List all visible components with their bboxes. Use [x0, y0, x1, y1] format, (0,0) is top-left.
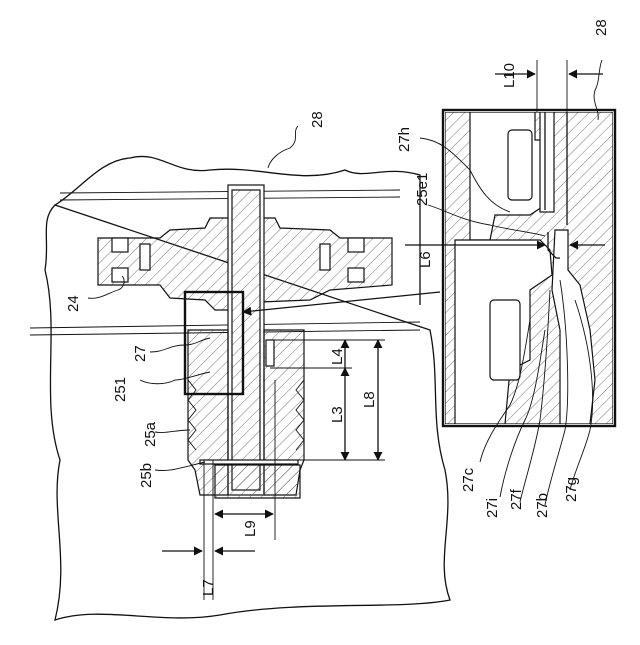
label-L4: L4 — [329, 348, 346, 365]
label-L3: L3 — [329, 406, 346, 423]
label-27c: 27c — [460, 467, 477, 492]
label-L10: L10 — [501, 63, 518, 88]
label-L7: L7 — [200, 579, 217, 596]
label-25e1: 25e1 — [414, 173, 431, 206]
label-27f: 27f — [508, 488, 525, 510]
label-28-main: 28 — [309, 111, 326, 128]
label-27i: 27i — [484, 498, 501, 518]
label-27g: 27g — [563, 477, 580, 502]
label-27: 27 — [132, 345, 149, 362]
shaft-28 — [228, 185, 264, 495]
label-25b: 25b — [138, 463, 155, 488]
label-L9: L9 — [242, 520, 259, 537]
label-27b: 27b — [534, 493, 551, 518]
label-L6: L6 — [417, 251, 434, 268]
label-27h: 27h — [396, 127, 413, 152]
label-251: 251 — [112, 377, 129, 402]
label-25a: 25a — [142, 421, 159, 447]
label-24: 24 — [65, 295, 82, 312]
zoom-inset — [443, 110, 615, 426]
label-L8: L8 — [361, 391, 378, 408]
label-28-top-right: 28 — [593, 19, 610, 36]
